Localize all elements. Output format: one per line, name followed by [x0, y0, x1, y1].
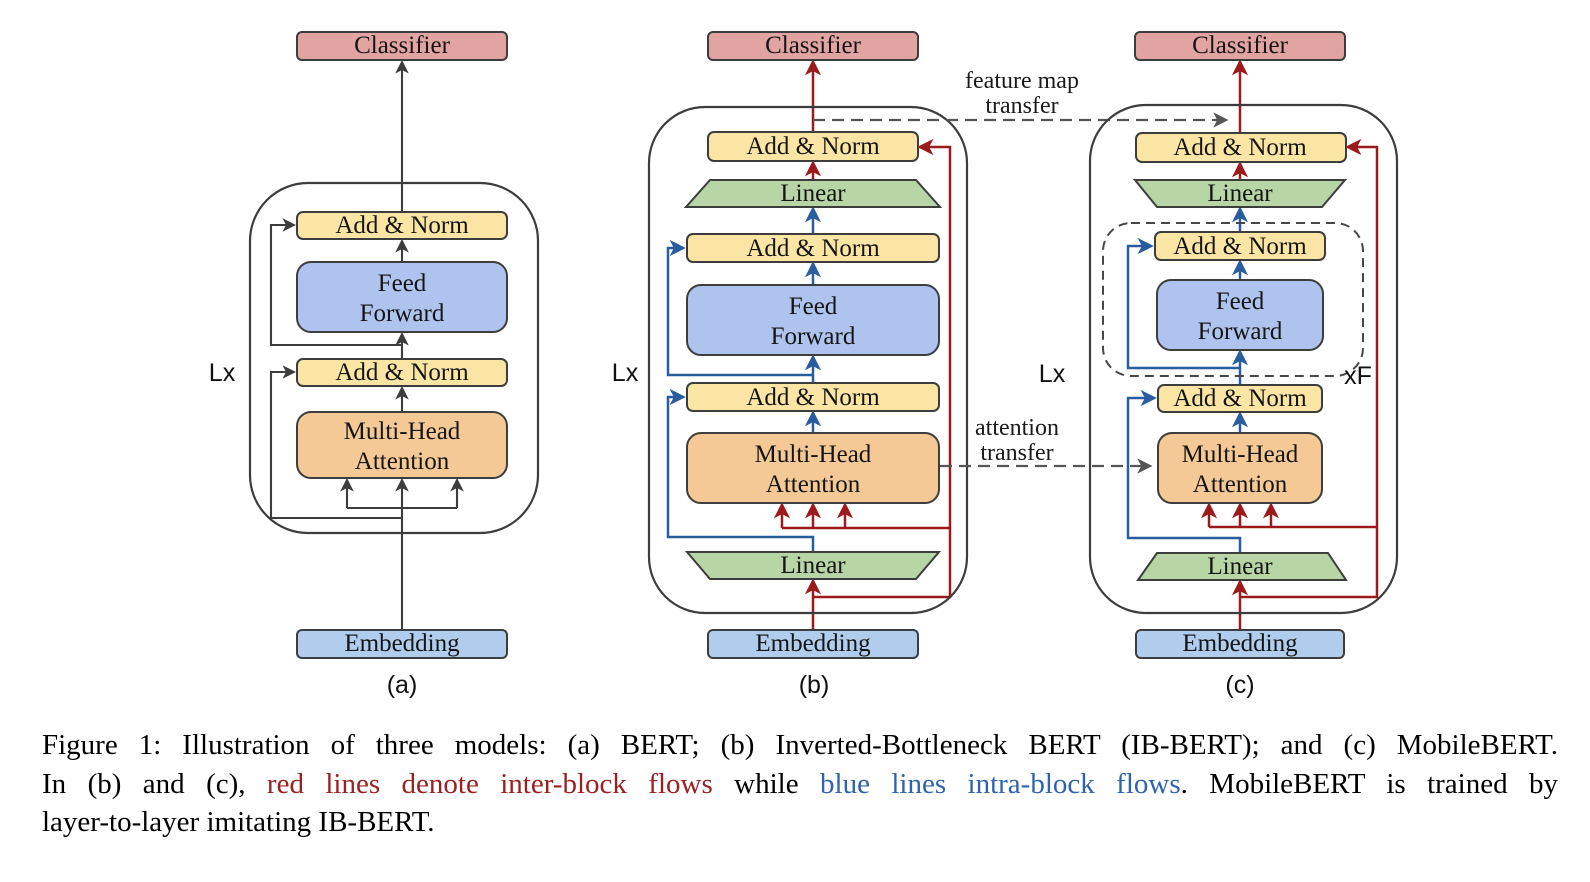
a-feed-forward-box: [296, 261, 508, 333]
b-linear-input-trapezoid: [684, 551, 942, 580]
attention-transfer-label1: attention: [975, 415, 1059, 441]
feature-map-transfer-label2: transfer: [985, 93, 1058, 119]
b-addnorm-top-label: Add & Norm: [746, 133, 880, 160]
panel-a-letter: (a): [387, 671, 418, 699]
a-feed-forward-label2: Forward: [360, 300, 445, 327]
c-ffn-stack-count-label: xF: [1344, 362, 1372, 390]
c-embedding-box: [1135, 629, 1345, 659]
b-addnorm-top-box: [707, 131, 919, 162]
b-linear-input-label: Linear: [780, 552, 846, 579]
c-linear-output-trapezoid: [1132, 179, 1348, 208]
a-residual-ffn: [269, 218, 402, 347]
c-layer-count-label: Lx: [1039, 360, 1066, 388]
caption-line: In (b) and (c), red lines denote inter-b…: [42, 765, 1558, 804]
a-addnorm-mha-box: [296, 358, 508, 387]
c-feed-forward-box: [1156, 279, 1324, 351]
c-multi-head-attention-box: [1157, 432, 1323, 504]
c-addnorm-mha-label: Add & Norm: [1173, 385, 1307, 412]
b-feed-forward-box: [686, 284, 940, 356]
b-feed-forward-label2: Forward: [771, 323, 856, 350]
b-feed-forward-label1: Feed: [789, 293, 838, 320]
b-mha-label2: Attention: [766, 471, 861, 498]
b-blue-residual-attention: [666, 388, 815, 552]
a-mha-label2: Attention: [355, 448, 450, 475]
c-addnorm-top-label: Add & Norm: [1173, 134, 1307, 161]
b-classifier-box: [707, 31, 919, 61]
c-feed-forward-label1: Feed: [1216, 288, 1265, 315]
c-classifier-box: [1134, 31, 1346, 61]
a-classifier-label: Classifier: [354, 32, 450, 59]
b-embedding-label: Embedding: [755, 630, 871, 657]
c-embedding-label: Embedding: [1182, 630, 1298, 657]
attention-transfer-label2: transfer: [980, 440, 1053, 466]
a-embedding-label: Embedding: [344, 630, 460, 657]
caption-segment: . MobileBERT is trained by: [1180, 767, 1558, 800]
c-red-interblock-bypass: [1240, 138, 1379, 599]
a-embedding-box: [296, 629, 508, 659]
b-red-interblock-bypass: [813, 138, 952, 599]
b-layer-count-label: Lx: [612, 359, 639, 387]
a-addnorm-ffn-box: [296, 211, 508, 240]
c-linear-output-label: Linear: [1207, 180, 1273, 207]
c-linear-input-trapezoid: [1136, 552, 1348, 581]
b-linear-output-label: Linear: [780, 180, 846, 207]
c-blue-residual-ffn: [1126, 237, 1240, 370]
b-mha-label1: Multi-Head: [755, 441, 872, 468]
c-blue-residual-attention: [1126, 389, 1242, 553]
c-classifier-label: Classifier: [1192, 32, 1288, 59]
caption-segment: blue lines intra-block flows: [820, 767, 1181, 800]
c-linear-input-label: Linear: [1207, 553, 1273, 580]
a-residual-attention: [269, 365, 402, 520]
panel-c-mobilebert: Classifier Add & Norm Linear Add & Norm …: [1039, 31, 1399, 699]
knowledge-transfer-annotations: feature map transfer attention transfer: [813, 68, 1229, 474]
b-addnorm-ffn-label: Add & Norm: [746, 235, 880, 262]
c-addnorm-mha-box: [1157, 384, 1323, 413]
a-layer-count-label: Lx: [209, 359, 236, 387]
feature-map-transfer-label1: feature map: [965, 68, 1079, 94]
b-addnorm-ffn-box: [686, 233, 940, 263]
caption-segment: Figure 1: Illustration of three models: …: [42, 729, 1558, 761]
caption-segment: layer-to-layer imitating IB-BERT.: [42, 806, 435, 838]
c-addnorm-ffn-box: [1154, 231, 1326, 261]
b-linear-output-trapezoid: [683, 179, 943, 208]
a-encoder-block-outline: [248, 181, 540, 535]
figure-caption: Figure 1: Illustration of three models: …: [42, 726, 1558, 842]
panel-c-letter: (c): [1225, 671, 1254, 699]
a-multi-head-attention-box: [296, 411, 508, 479]
c-feed-forward-label2: Forward: [1198, 318, 1283, 345]
a-feed-forward-label1: Feed: [378, 270, 427, 297]
b-classifier-label: Classifier: [765, 32, 861, 59]
b-multi-head-attention-box: [686, 432, 940, 504]
a-classifier-box: [296, 31, 508, 61]
b-addnorm-mha-box: [686, 382, 940, 412]
panel-b-ib-bert: Classifier Add & Norm Linear Add & Norm …: [612, 31, 969, 699]
caption-segment: red lines denote inter-block flows: [266, 767, 713, 800]
panel-a-bert: Classifier Add & Norm Feed Forward Add &…: [209, 31, 540, 699]
b-embedding-box: [707, 629, 919, 659]
c-addnorm-top-box: [1135, 132, 1347, 163]
c-encoder-block-outline: [1088, 103, 1399, 615]
b-blue-residual-ffn: [666, 239, 813, 377]
a-addnorm-mha-label: Add & Norm: [335, 359, 469, 386]
caption-line: Figure 1: Illustration of three models: …: [42, 726, 1558, 765]
caption-segment: while: [712, 767, 821, 800]
caption-segment: In (b) and (c),: [42, 767, 267, 800]
panel-b-letter: (b): [799, 671, 830, 699]
b-addnorm-mha-label: Add & Norm: [746, 384, 880, 411]
figure-diagram: Classifier Add & Norm Feed Forward Add &…: [209, 31, 1399, 699]
c-addnorm-ffn-label: Add & Norm: [1173, 233, 1307, 260]
a-mha-label1: Multi-Head: [344, 418, 461, 445]
caption-line: layer-to-layer imitating IB-BERT.: [42, 803, 1558, 842]
c-mha-label2: Attention: [1193, 471, 1288, 498]
a-addnorm-ffn-label: Add & Norm: [335, 212, 469, 239]
b-encoder-block-outline: [647, 105, 969, 615]
c-mha-label1: Multi-Head: [1182, 441, 1299, 468]
